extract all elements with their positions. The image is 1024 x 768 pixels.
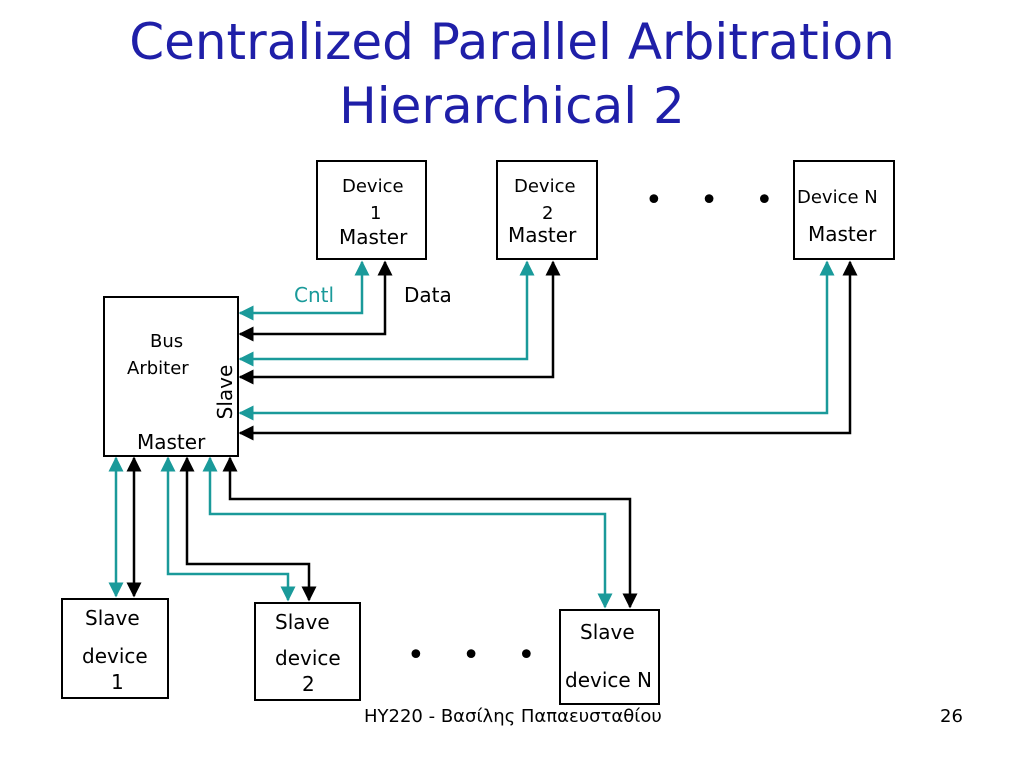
device-N-master-box: Device N Master (793, 160, 895, 260)
device-1-role: Master (339, 225, 408, 249)
deviceN-data-wire (238, 260, 858, 441)
bus-arbiter-box: Bus Arbiter Slave Master (103, 296, 239, 457)
slave-device-N-box: Slave device N (559, 609, 660, 705)
more-slaves-ellipsis: • • • (407, 638, 550, 673)
device-N-label: Device N (797, 187, 878, 208)
device-1-master-box: Device 1 Master (316, 160, 427, 260)
bus-arbiter-name-line-2: Arbiter (127, 358, 189, 379)
bus-arbiter-master-side-label: Master (137, 430, 206, 454)
slave-device-N-line-2: device N (565, 668, 653, 692)
slide-title-line-2: Hierarchical 2 (339, 77, 685, 135)
device-2-number: 2 (542, 203, 554, 224)
bus-arbiter-name-line-1: Bus (150, 331, 184, 352)
slaveN-data-wire (222, 456, 638, 609)
slave-device-2-line-1: Slave (275, 610, 330, 634)
footer-page-number: 26 (940, 706, 963, 727)
device-2-label: Device (514, 176, 576, 197)
data-signal-label: Data (404, 283, 452, 307)
slave-device-1-line-2: device (82, 644, 148, 668)
slave-device-2-line-3: 2 (302, 672, 315, 696)
more-masters-ellipsis: • • • (645, 183, 788, 218)
control-signal-label: Cntl (294, 283, 335, 307)
slide-title-line-1: Centralized Parallel Arbitration (129, 13, 895, 71)
slave-device-2-line-2: device (275, 646, 341, 670)
device-1-label: Device (342, 176, 404, 197)
device-1-number: 1 (370, 203, 382, 224)
device-2-master-box: Device 2 Master (496, 160, 598, 260)
slave-device-1-box: Slave device 1 (61, 598, 169, 699)
slave-device-N-line-1: Slave (580, 620, 635, 644)
device2-control-wire (238, 260, 535, 367)
slave-device-1-line-3: 1 (111, 670, 124, 694)
device-N-role: Master (808, 222, 877, 246)
slave2-data-wire (179, 456, 317, 602)
slaveN-control-wire (202, 456, 613, 609)
slave-device-2-box: Slave device 2 (254, 602, 361, 701)
footer-course: HY220 - Βασίλης Παπαευσταθίου (364, 706, 662, 727)
bus-arbiter-slave-side-label: Slave (213, 364, 237, 420)
device-2-role: Master (508, 223, 577, 247)
slave-device-1-line-1: Slave (85, 606, 140, 630)
